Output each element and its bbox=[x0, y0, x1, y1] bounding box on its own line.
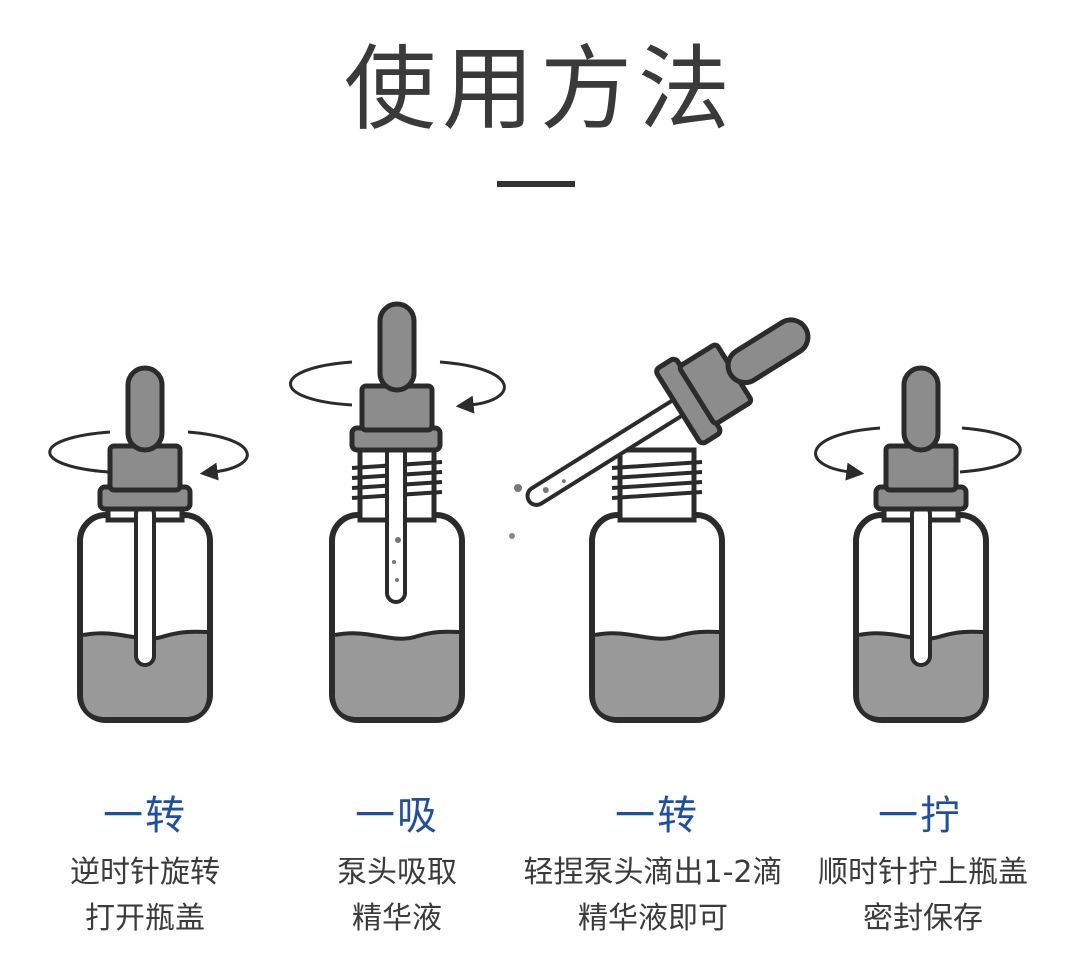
bottle-1-icon bbox=[48, 365, 249, 723]
step-1-heading: 一转 bbox=[103, 793, 187, 839]
step-2-heading: 一吸 bbox=[355, 793, 439, 839]
step-2-description: 泵头吸取 精华液 bbox=[257, 850, 537, 942]
steps-illustration bbox=[48, 301, 1022, 723]
step-1-desc-line-2: 打开瓶盖 bbox=[85, 901, 205, 936]
step-3-desc-line-2: 精华液即可 bbox=[578, 901, 728, 936]
bottle-4-icon bbox=[814, 365, 1022, 723]
step-4-desc-line-2: 密封保存 bbox=[863, 901, 983, 936]
bottle-3-icon bbox=[509, 317, 811, 723]
bottle-2-icon bbox=[289, 301, 506, 723]
title-divider bbox=[497, 181, 575, 187]
step-4-description: 顺时针拧上瓶盖 密封保存 bbox=[773, 850, 1073, 942]
step-1-desc-line-1: 逆时针旋转 bbox=[70, 855, 220, 890]
page-title: 使用方法 bbox=[343, 36, 736, 143]
step-2-desc-line-2: 精华液 bbox=[352, 901, 442, 936]
step-4-heading: 一拧 bbox=[878, 793, 962, 839]
step-3-desc-line-1: 轻捏泵头滴出1-2滴 bbox=[523, 855, 783, 890]
step-3-heading: 一转 bbox=[615, 793, 699, 839]
step-4-desc-line-1: 顺时针拧上瓶盖 bbox=[818, 855, 1028, 890]
step-1-description: 逆时针旋转 打开瓶盖 bbox=[5, 850, 285, 942]
step-2-desc-line-1: 泵头吸取 bbox=[337, 855, 457, 890]
step-3-description: 轻捏泵头滴出1-2滴 精华液即可 bbox=[503, 850, 803, 942]
